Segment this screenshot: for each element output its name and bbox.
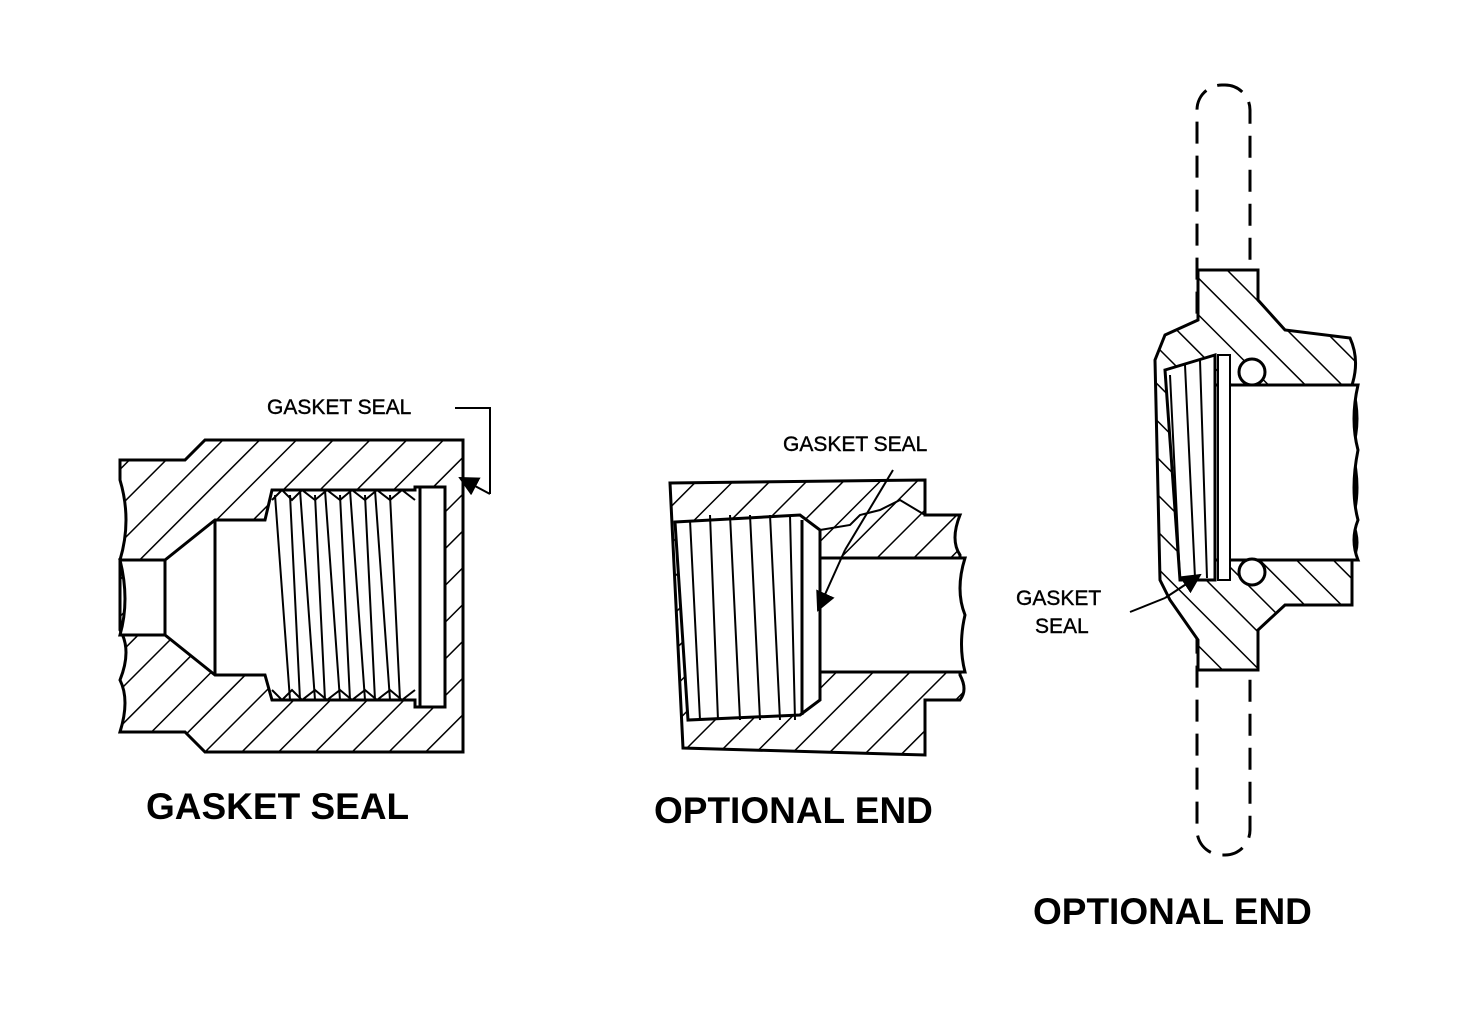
- gasket-seal-section: [117, 407, 491, 754]
- callout-seal-line2: SEAL: [1035, 615, 1089, 638]
- optional-end-section-1: [668, 469, 968, 757]
- callout-gasket-seal-1: GASKET SEAL: [267, 396, 412, 419]
- optional-end-section-2: [1129, 83, 1361, 857]
- callout-gasket-line1: GASKET: [1016, 587, 1102, 610]
- figure-title-optional-end-1: OPTIONAL END: [654, 790, 933, 831]
- figure-title-optional-end-2: OPTIONAL END: [1033, 891, 1312, 932]
- callout-gasket-seal-2: GASKET SEAL: [783, 433, 928, 456]
- figure-title-gasket-seal: GASKET SEAL: [146, 786, 410, 827]
